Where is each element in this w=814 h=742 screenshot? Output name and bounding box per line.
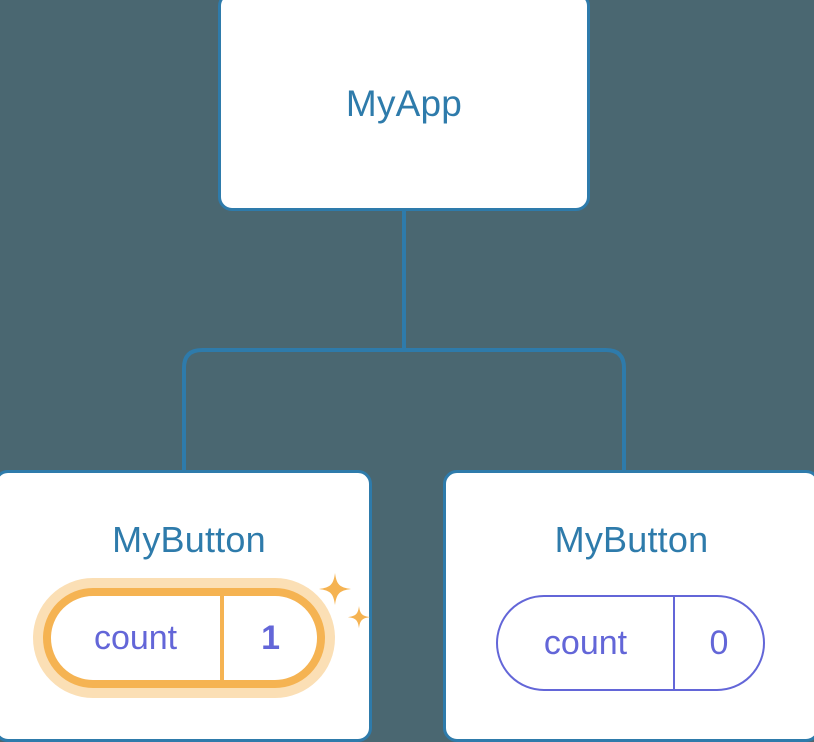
state-value-right: 0 — [673, 597, 763, 689]
edge-branch-left — [182, 348, 404, 472]
state-key-right: count — [543, 624, 628, 662]
node-mybutton-right-label: MyButton — [554, 519, 709, 560]
edge-branch-right — [404, 348, 626, 472]
state-pill-count-left[interactable]: count 1 — [43, 588, 325, 688]
node-mybutton-right[interactable]: MyButton count 0 — [443, 470, 814, 742]
state-value-left: 1 — [220, 596, 317, 680]
node-myapp[interactable]: MyApp — [218, 0, 590, 211]
state-key-left: count — [93, 619, 178, 657]
sparkle-star-small-icon — [347, 606, 371, 629]
node-myapp-label: MyApp — [345, 83, 463, 124]
sparkle-star-large-icon — [319, 573, 351, 605]
node-mybutton-left[interactable]: MyButton count 1 — [0, 470, 372, 742]
node-mybutton-left-label: MyButton — [112, 519, 266, 560]
state-pill-count-right[interactable]: count 0 — [496, 595, 765, 691]
